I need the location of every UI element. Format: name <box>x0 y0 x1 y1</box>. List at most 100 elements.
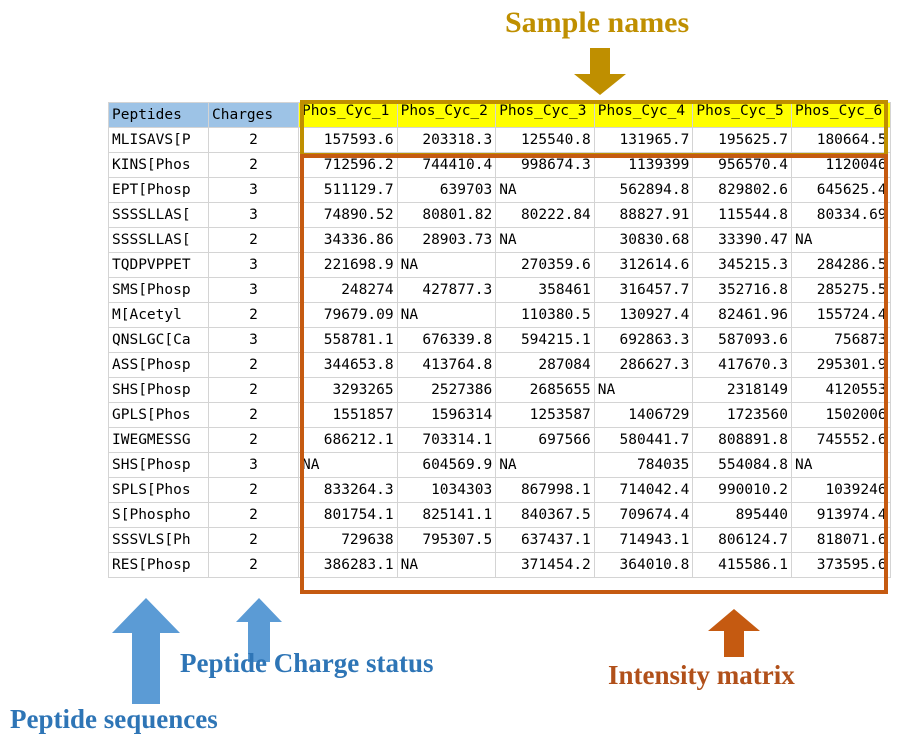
intensity-value-cell[interactable]: 82461.96 <box>692 302 792 328</box>
intensity-value-cell[interactable]: 203318.3 <box>396 127 497 153</box>
intensity-value-cell[interactable]: 709674.4 <box>593 502 694 528</box>
intensity-value-cell[interactable]: 558781.1 <box>298 327 398 353</box>
intensity-value-cell[interactable]: 344653.8 <box>298 352 398 378</box>
intensity-value-cell[interactable]: 371454.2 <box>495 552 595 578</box>
intensity-value-cell[interactable]: 795307.5 <box>396 527 497 553</box>
intensity-value-cell[interactable]: 286627.3 <box>593 352 694 378</box>
intensity-value-cell[interactable]: 1723560 <box>692 402 792 428</box>
peptide-sequence-cell[interactable]: RES[Phosp <box>108 552 209 578</box>
column-header-sample-6[interactable]: Phos_Cyc_6 <box>790 102 891 128</box>
peptide-charge-cell[interactable]: 3 <box>208 252 299 278</box>
intensity-value-cell[interactable]: 511129.7 <box>298 177 398 203</box>
intensity-value-cell[interactable]: 2527386 <box>396 377 497 403</box>
intensity-value-cell[interactable]: 131965.7 <box>593 127 694 153</box>
intensity-value-cell[interactable]: 729638 <box>298 527 398 553</box>
peptide-charge-cell[interactable]: 2 <box>208 427 299 453</box>
intensity-value-cell[interactable]: 998674.3 <box>495 152 595 178</box>
peptide-sequence-cell[interactable]: IWEGMESSG <box>108 427 209 453</box>
peptide-charge-cell[interactable]: 2 <box>208 527 299 553</box>
column-header-sample-2[interactable]: Phos_Cyc_2 <box>396 102 497 128</box>
column-header-sample-5[interactable]: Phos_Cyc_5 <box>692 102 792 128</box>
intensity-value-cell[interactable]: 818071.6 <box>790 527 891 553</box>
peptide-charge-cell[interactable]: 3 <box>208 277 299 303</box>
intensity-value-cell[interactable]: 352716.8 <box>692 277 792 303</box>
peptide-sequence-cell[interactable]: S[Phospho <box>108 502 209 528</box>
intensity-value-cell[interactable]: 756873 <box>790 327 891 353</box>
intensity-value-cell[interactable]: 130927.4 <box>593 302 694 328</box>
intensity-value-cell[interactable]: 645625.4 <box>790 177 891 203</box>
intensity-value-cell[interactable]: NA <box>298 452 398 478</box>
intensity-value-cell[interactable]: NA <box>396 252 497 278</box>
intensity-value-cell[interactable]: 79679.09 <box>298 302 398 328</box>
peptide-sequence-cell[interactable]: TQDPVPPET <box>108 252 209 278</box>
peptide-charge-cell[interactable]: 3 <box>208 327 299 353</box>
intensity-value-cell[interactable]: 364010.8 <box>593 552 694 578</box>
intensity-value-cell[interactable]: 2685655 <box>495 377 595 403</box>
intensity-value-cell[interactable]: 913974.4 <box>790 502 891 528</box>
intensity-value-cell[interactable]: 867998.1 <box>495 477 595 503</box>
intensity-value-cell[interactable]: 80801.82 <box>396 202 497 228</box>
peptide-sequence-cell[interactable]: SSSVLS[Ph <box>108 527 209 553</box>
intensity-value-cell[interactable]: 829802.6 <box>692 177 792 203</box>
peptide-charge-cell[interactable]: 2 <box>208 302 299 328</box>
peptide-charge-cell[interactable]: 2 <box>208 352 299 378</box>
intensity-value-cell[interactable]: 74890.52 <box>298 202 398 228</box>
intensity-value-cell[interactable]: 30830.68 <box>593 227 694 253</box>
intensity-value-cell[interactable]: 1596314 <box>396 402 497 428</box>
intensity-value-cell[interactable]: 840367.5 <box>495 502 595 528</box>
intensity-value-cell[interactable]: 604569.9 <box>396 452 497 478</box>
intensity-value-cell[interactable]: 417670.3 <box>692 352 792 378</box>
peptide-sequence-cell[interactable]: SHS[Phosp <box>108 452 209 478</box>
intensity-value-cell[interactable]: 744410.4 <box>396 152 497 178</box>
intensity-value-cell[interactable]: 833264.3 <box>298 477 398 503</box>
intensity-value-cell[interactable]: 1551857 <box>298 402 398 428</box>
intensity-value-cell[interactable]: NA <box>495 452 595 478</box>
intensity-value-cell[interactable]: 956570.4 <box>692 152 792 178</box>
intensity-value-cell[interactable]: 697566 <box>495 427 595 453</box>
intensity-value-cell[interactable]: 287084 <box>495 352 595 378</box>
intensity-value-cell[interactable]: 345215.3 <box>692 252 792 278</box>
intensity-value-cell[interactable]: 427877.3 <box>396 277 497 303</box>
intensity-value-cell[interactable]: 712596.2 <box>298 152 398 178</box>
intensity-value-cell[interactable]: 415586.1 <box>692 552 792 578</box>
column-header-charges[interactable]: Charges <box>208 102 299 128</box>
intensity-value-cell[interactable]: 4120553 <box>790 377 891 403</box>
intensity-value-cell[interactable]: NA <box>790 227 891 253</box>
peptide-sequence-cell[interactable]: SSSSLLAS[ <box>108 227 209 253</box>
intensity-value-cell[interactable]: 784035 <box>593 452 694 478</box>
intensity-matrix-table[interactable]: Peptides Charges Phos_Cyc_1 Phos_Cyc_2 P… <box>108 102 891 578</box>
intensity-value-cell[interactable]: 33390.47 <box>692 227 792 253</box>
intensity-value-cell[interactable]: 195625.7 <box>692 127 792 153</box>
peptide-sequence-cell[interactable]: ASS[Phosp <box>108 352 209 378</box>
peptide-charge-cell[interactable]: 2 <box>208 152 299 178</box>
intensity-value-cell[interactable]: 990010.2 <box>692 477 792 503</box>
peptide-charge-cell[interactable]: 3 <box>208 177 299 203</box>
intensity-value-cell[interactable]: 686212.1 <box>298 427 398 453</box>
intensity-value-cell[interactable]: 714943.1 <box>593 527 694 553</box>
intensity-value-cell[interactable]: 312614.6 <box>593 252 694 278</box>
peptide-sequence-cell[interactable]: GPLS[Phos <box>108 402 209 428</box>
intensity-value-cell[interactable]: 806124.7 <box>692 527 792 553</box>
intensity-value-cell[interactable]: 155724.4 <box>790 302 891 328</box>
intensity-value-cell[interactable]: 88827.91 <box>593 202 694 228</box>
intensity-value-cell[interactable]: NA <box>495 177 595 203</box>
intensity-value-cell[interactable]: 825141.1 <box>396 502 497 528</box>
intensity-value-cell[interactable]: NA <box>790 452 891 478</box>
intensity-value-cell[interactable]: 745552.6 <box>790 427 891 453</box>
peptide-sequence-cell[interactable]: SPLS[Phos <box>108 477 209 503</box>
intensity-value-cell[interactable]: 284286.5 <box>790 252 891 278</box>
column-header-peptides[interactable]: Peptides <box>108 102 209 128</box>
peptide-charge-cell[interactable]: 2 <box>208 377 299 403</box>
intensity-value-cell[interactable]: 562894.8 <box>593 177 694 203</box>
intensity-value-cell[interactable]: 594215.1 <box>495 327 595 353</box>
intensity-value-cell[interactable]: 270359.6 <box>495 252 595 278</box>
peptide-sequence-cell[interactable]: SMS[Phosp <box>108 277 209 303</box>
intensity-value-cell[interactable]: 895440 <box>692 502 792 528</box>
intensity-value-cell[interactable]: 1034303 <box>396 477 497 503</box>
intensity-value-cell[interactable]: 221698.9 <box>298 252 398 278</box>
intensity-value-cell[interactable]: 358461 <box>495 277 595 303</box>
intensity-value-cell[interactable]: 373595.6 <box>790 552 891 578</box>
peptide-sequence-cell[interactable]: M[Acetyl <box>108 302 209 328</box>
column-header-sample-3[interactable]: Phos_Cyc_3 <box>495 102 595 128</box>
intensity-value-cell[interactable]: 2318149 <box>692 377 792 403</box>
